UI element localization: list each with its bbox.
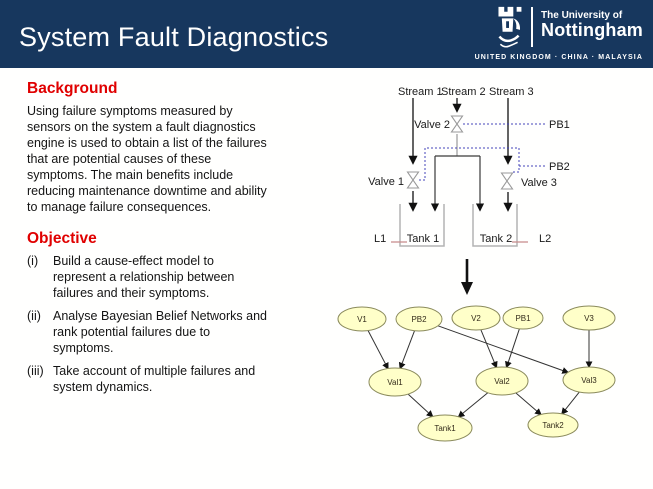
objective-item-1-text: Build a cause-effect model to represent … <box>53 254 235 300</box>
bbn-node-label-Val1: Val1 <box>387 378 403 387</box>
l2-label: L2 <box>539 233 551 245</box>
objective-item-3-text: Take account of multiple failures and sy… <box>53 364 256 394</box>
objective-heading: Objective <box>27 230 97 247</box>
text-column: Background Using failure symptoms measur… <box>27 80 312 402</box>
valve1-icon <box>406 171 420 189</box>
logo-line1: The University of <box>541 10 623 21</box>
stream2-label: Stream 2 <box>441 86 486 98</box>
tank2-label: Tank 2 <box>480 233 512 245</box>
bbn-edge-Val1-Tank1 <box>407 393 434 418</box>
bbn-node-label-Val3: Val3 <box>581 376 597 385</box>
valve2-label: Valve 2 <box>414 119 450 131</box>
bbn-edge-PB2-Val3 <box>437 325 570 374</box>
objective-item-2-number: (ii) <box>27 309 41 323</box>
bbn-edge-PB2-Val1 <box>398 330 415 370</box>
bbn-edge-PB1-Val2 <box>505 328 520 369</box>
bbn-node-Val2: Val2 <box>475 366 529 396</box>
stream1-label: Stream 1 <box>398 86 443 98</box>
tank1-vessel <box>399 204 445 247</box>
l1-label: L1 <box>374 233 386 245</box>
bbn-node-label-V3: V3 <box>584 314 594 323</box>
valve3-label: Valve 3 <box>521 177 557 189</box>
tank1-label: Tank 1 <box>407 233 439 245</box>
transition-arrow <box>461 259 473 295</box>
logo-tagline: UNITED KINGDOM · CHINA · MALAYSIA <box>474 54 643 61</box>
objective-item-1: (i) Build a cause-effect model to repres… <box>27 253 312 301</box>
pb2-label: PB2 <box>549 161 570 173</box>
bbn-node-label-V2: V2 <box>471 314 481 323</box>
bbn-node-Val1: Val1 <box>368 367 422 397</box>
objective-item-3-number: (iii) <box>27 364 44 378</box>
background-heading: Background <box>27 80 118 97</box>
logo-line2: Nottingham <box>541 20 643 40</box>
header-bar: System Fault Diagnostics The University … <box>0 0 653 68</box>
objective-item-2: (ii) Analyse Bayesian Belief Networks an… <box>27 308 312 356</box>
pb2-signal-line <box>419 147 520 181</box>
bbn-node-label-Val2: Val2 <box>494 377 510 386</box>
valve1-label: Valve 1 <box>368 176 404 188</box>
bbn-node-V3: V3 <box>562 305 616 331</box>
valve3-icon <box>500 172 514 190</box>
bbn-node-label-Tank1: Tank1 <box>434 424 456 433</box>
bbn-node-V2: V2 <box>451 305 501 331</box>
bbn-edge-Val2-Tank2 <box>515 392 542 416</box>
objective-item-1-number: (i) <box>27 254 39 268</box>
bbn-node-Tank2: Tank2 <box>527 412 579 438</box>
bbn-edge-V2-Val2 <box>480 329 498 369</box>
bbn-node-PB2: PB2 <box>395 306 443 332</box>
bbn-node-label-PB2: PB2 <box>411 315 427 324</box>
bbn-edge-Val3-Tank2 <box>561 391 580 415</box>
bbn-edge-Val2-Tank1 <box>457 392 489 418</box>
logo-text: The University of Nottingham <box>541 5 643 40</box>
bbn-node-V1: V1 <box>337 306 387 332</box>
bbn-node-label-V1: V1 <box>357 315 367 324</box>
page-title: System Fault Diagnostics <box>19 22 329 52</box>
bbn-node-Tank1: Tank1 <box>417 414 473 442</box>
pb1-label: PB1 <box>549 119 570 131</box>
background-body: Using failure symptoms measured by senso… <box>27 104 267 214</box>
tank2-vessel <box>472 204 518 247</box>
bbn-node-PB1: PB1 <box>502 306 544 330</box>
bbn-node-label-PB1: PB1 <box>515 314 531 323</box>
bbn-edge-V1-Val1 <box>367 330 389 370</box>
university-logo: The University of Nottingham <box>494 5 643 49</box>
objective-item-3: (iii) Take account of multiple failures … <box>27 363 312 395</box>
bbn-node-label-Tank2: Tank2 <box>542 421 564 430</box>
objective-item-2-text: Analyse Bayesian Belief Networks and ran… <box>53 309 268 355</box>
logo-divider <box>531 7 534 47</box>
stream3-label: Stream 3 <box>489 86 534 98</box>
valve2-icon <box>450 115 464 133</box>
process-schematic: Stream 1 Stream 2 Stream 3 Valve 1 Valve… <box>368 86 570 247</box>
castle-icon <box>498 6 522 48</box>
bbn-node-Val3: Val3 <box>562 366 616 394</box>
